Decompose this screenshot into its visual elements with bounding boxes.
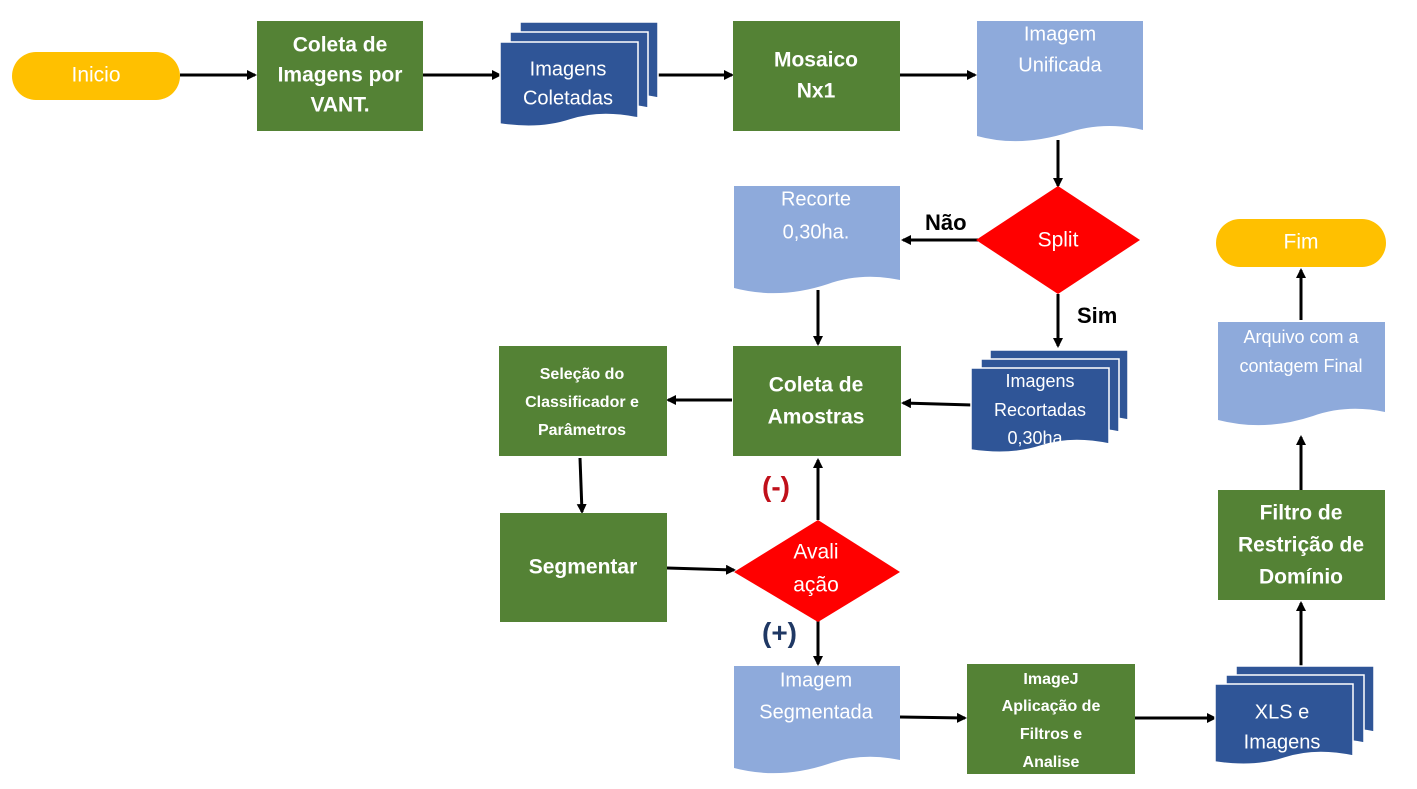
process-shape bbox=[500, 513, 667, 622]
node-fim: Fim bbox=[1216, 219, 1386, 267]
node-coleta-amostras: Coleta de Amostras bbox=[733, 346, 901, 456]
node-imagens-recortadas-line1: Imagens bbox=[1005, 371, 1074, 391]
process-shape bbox=[499, 346, 667, 456]
node-imagens-recortadas-line3: 0,30ha bbox=[1007, 428, 1063, 448]
label-sim: Sim bbox=[1077, 303, 1117, 328]
node-imagens-coletadas-line2: Coletadas bbox=[523, 87, 613, 109]
multidoc-front bbox=[970, 367, 1110, 453]
decision-shape bbox=[734, 520, 900, 622]
node-arquivo: Arquivo com a contagem Final bbox=[1218, 322, 1385, 426]
process-shape bbox=[967, 664, 1135, 774]
node-mosaico: Mosaico Nx1 bbox=[733, 21, 900, 131]
node-avaliacao: Avali ação bbox=[734, 520, 900, 622]
arrow-segmentar-avaliacao bbox=[666, 564, 736, 575]
node-mosaico-line1: Mosaico bbox=[774, 49, 858, 72]
node-filtro-line1: Filtro de bbox=[1260, 502, 1343, 525]
node-filtro-line3: Domínio bbox=[1259, 566, 1343, 589]
node-imagej-line2: Aplicação de bbox=[1002, 698, 1101, 715]
node-fim-label: Fim bbox=[1284, 231, 1319, 254]
arrow-segmentada-imagej bbox=[899, 712, 967, 723]
node-split: Split bbox=[976, 186, 1140, 294]
node-mosaico-line2: Nx1 bbox=[797, 80, 836, 103]
doc-shape bbox=[734, 186, 900, 294]
node-selecao-line3: Parâmetros bbox=[538, 422, 626, 439]
node-recorte: Recorte 0,30ha. bbox=[734, 186, 900, 294]
node-imagem-segmentada-line1: Imagem bbox=[780, 669, 852, 691]
node-filtro: Filtro de Restrição de Domínio bbox=[1218, 490, 1385, 600]
process-shape bbox=[257, 21, 423, 131]
node-recorte-line1: Recorte bbox=[781, 188, 851, 210]
node-segmentar-label: Segmentar bbox=[529, 556, 638, 579]
node-arquivo-line2: contagem Final bbox=[1239, 356, 1362, 376]
connectors bbox=[180, 70, 1306, 723]
node-coleta-imagens-line2: Imagens por bbox=[278, 64, 403, 87]
process-shape bbox=[733, 346, 901, 456]
terminal-shape bbox=[1216, 219, 1386, 267]
node-imagem-segmentada-line2: Segmentada bbox=[759, 701, 873, 723]
node-filtro-line2: Restrição de bbox=[1238, 534, 1364, 557]
node-imagem-unificada: Imagem Unificada bbox=[977, 21, 1143, 142]
node-segmentar: Segmentar bbox=[500, 513, 667, 622]
node-inicio-label: Inicio bbox=[71, 64, 120, 87]
node-xls-line1: XLS e bbox=[1255, 701, 1309, 723]
node-imagej: ImageJ Aplicação de Filtros e Analise bbox=[967, 664, 1135, 774]
arrow-selecao-segmentar bbox=[576, 457, 587, 514]
node-imagens-coletadas: Imagens Coletadas bbox=[499, 21, 659, 127]
node-imagens-recortadas-line2: Recortadas bbox=[994, 400, 1086, 420]
node-recorte-line2: 0,30ha. bbox=[783, 221, 850, 243]
node-imagem-unificada-line2: Unificada bbox=[1018, 54, 1102, 76]
node-imagem-unificada-line1: Imagem bbox=[1024, 23, 1096, 45]
process-shape bbox=[733, 21, 900, 131]
node-coleta-imagens: Coleta de Imagens por VANT. bbox=[257, 21, 423, 131]
doc-shape bbox=[734, 666, 900, 774]
multidoc-front bbox=[499, 41, 639, 127]
node-imagens-coletadas-line1: Imagens bbox=[530, 58, 607, 80]
node-coleta-imagens-line3: VANT. bbox=[310, 94, 369, 117]
node-avaliacao-line1: Avali bbox=[793, 541, 838, 564]
node-split-label: Split bbox=[1038, 229, 1079, 252]
decision-shape bbox=[976, 186, 1140, 294]
node-imagens-recortadas: Imagens Recortadas 0,30ha bbox=[970, 349, 1129, 453]
label-plus: (+) bbox=[762, 617, 797, 648]
node-imagej-line4: Analise bbox=[1023, 754, 1080, 771]
multidoc-front bbox=[1214, 683, 1354, 765]
doc-shape bbox=[1218, 322, 1385, 426]
node-selecao-line2: Classificador e bbox=[525, 394, 639, 411]
node-coleta-amostras-line2: Amostras bbox=[768, 406, 865, 429]
arrow-recortadas-amostras bbox=[901, 398, 973, 409]
doc-shape bbox=[977, 21, 1143, 142]
label-minus: (-) bbox=[762, 471, 790, 502]
node-arquivo-line1: Arquivo com a bbox=[1243, 327, 1359, 347]
node-coleta-amostras-line1: Coleta de bbox=[769, 374, 864, 397]
node-xls-line2: Imagens bbox=[1244, 731, 1321, 753]
node-coleta-imagens-line1: Coleta de bbox=[293, 34, 388, 57]
node-inicio: Inicio bbox=[12, 52, 180, 100]
node-xls: XLS e Imagens bbox=[1214, 665, 1375, 765]
node-selecao: Seleção do Classificador e Parâmetros bbox=[499, 346, 667, 456]
process-shape bbox=[1218, 490, 1385, 600]
node-selecao-line1: Seleção do bbox=[540, 366, 625, 383]
terminal-shape bbox=[12, 52, 180, 100]
label-nao: Não bbox=[925, 210, 967, 235]
node-avaliacao-line2: ação bbox=[793, 574, 839, 597]
node-imagej-line1: ImageJ bbox=[1023, 671, 1078, 688]
node-imagej-line3: Filtros e bbox=[1020, 726, 1082, 743]
node-imagem-segmentada: Imagem Segmentada bbox=[734, 666, 900, 774]
